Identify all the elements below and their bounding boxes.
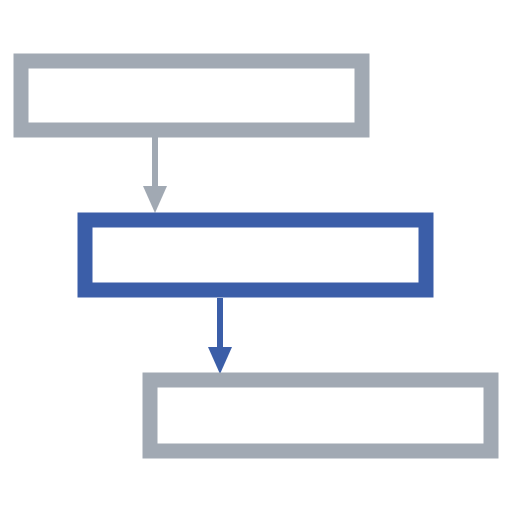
arrowhead-down-icon: [143, 186, 167, 213]
step-box-frame: [77, 212, 434, 298]
step-box-1: [13, 53, 370, 138]
connector-2-to-3: [208, 298, 232, 374]
arrowhead-down-icon: [208, 347, 232, 374]
step-box-3: [142, 372, 499, 459]
step-box-2: [77, 212, 434, 298]
connector-1-to-2: [143, 137, 167, 213]
step-box-frame: [142, 372, 499, 459]
step-box-frame: [13, 53, 370, 138]
